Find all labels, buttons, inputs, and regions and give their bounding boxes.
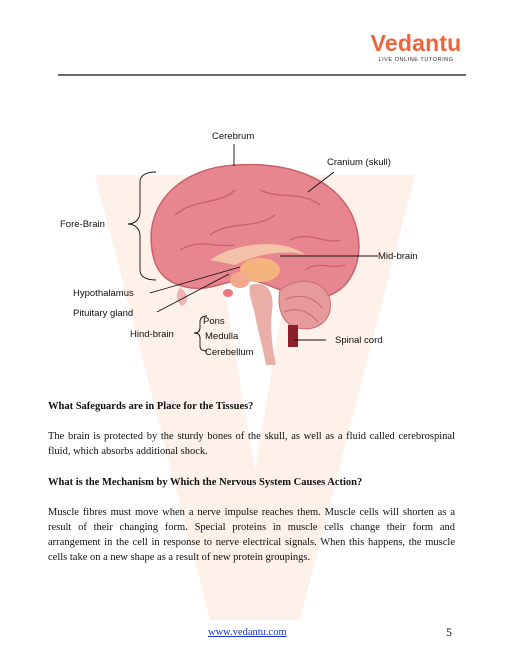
- brain-diagram: Cerebrum Cranium (skull) Fore-Brain Mid-…: [60, 131, 418, 365]
- section-paragraph-mechanism: Muscle fibres must move when a nerve imp…: [48, 506, 455, 564]
- section-heading-mechanism: What is the Mechanism by Which the Nervo…: [48, 476, 363, 488]
- label-cranium: Cranium (skull): [327, 157, 391, 168]
- page-number: 5: [446, 625, 452, 639]
- header-rule: [58, 74, 466, 76]
- label-pituitary-gland: Pituitary gland: [73, 308, 133, 319]
- midbrain-shape: [240, 258, 280, 282]
- label-hind-brain: Hind-brain: [130, 329, 174, 340]
- brainstem-shape: [249, 283, 276, 365]
- pituitary-shape: [223, 289, 233, 297]
- article-body: What Safeguards are in Place for the Tis…: [48, 400, 455, 582]
- label-mid-brain: Mid-brain: [378, 251, 418, 262]
- label-spinal-cord: Spinal cord: [335, 335, 383, 346]
- logo-wordmark: Vedantu: [370, 30, 462, 56]
- label-hypothalamus: Hypothalamus: [73, 288, 134, 299]
- label-medulla: Medulla: [205, 331, 239, 342]
- cerebellum-shape: [278, 280, 331, 330]
- label-pons: Pons: [203, 316, 225, 327]
- label-cerebellum: Cerebellum: [205, 347, 254, 358]
- section-paragraph-safeguards: The brain is protected by the sturdy bon…: [48, 431, 455, 458]
- footer-website-link[interactable]: www.vedantu.com: [208, 627, 287, 638]
- section-heading-safeguards: What Safeguards are in Place for the Tis…: [48, 401, 254, 412]
- logo-tagline: LIVE ONLINE TUTORING: [378, 57, 454, 63]
- label-cerebrum: Cerebrum: [212, 131, 254, 142]
- label-fore-brain: Fore-Brain: [60, 219, 105, 230]
- vedantu-logo: Vedantu LIVE ONLINE TUTORING: [368, 30, 464, 63]
